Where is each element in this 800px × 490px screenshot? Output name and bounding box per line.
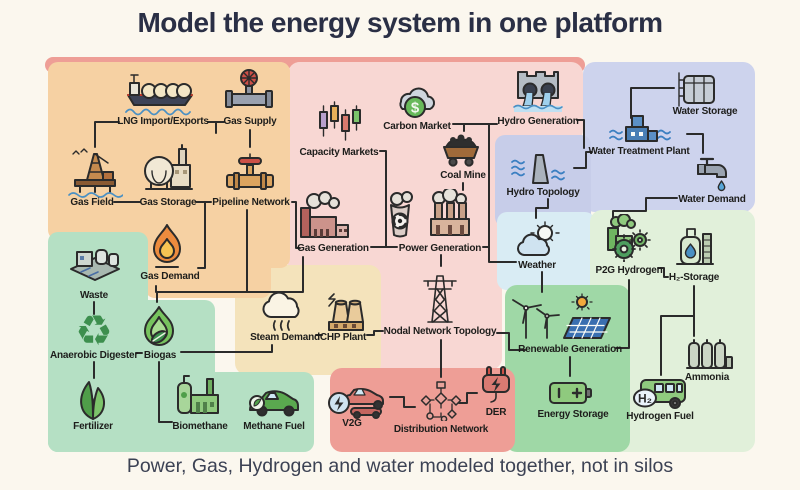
hydro-topology-icon bbox=[510, 151, 572, 192]
steam-demand-icon bbox=[259, 291, 307, 337]
water-treatment-plant-label: Water Treatment Plant bbox=[588, 146, 690, 157]
power-generation-icon bbox=[383, 187, 473, 246]
wire-biogas-biomethane bbox=[158, 361, 173, 423]
chp-plant-label: CHP Plant bbox=[319, 332, 367, 343]
anaerobic-digester-icon: ♻ bbox=[72, 306, 116, 357]
distribution-network-icon bbox=[417, 379, 465, 426]
capacity-markets-icon bbox=[315, 100, 365, 147]
wire-waterstorage-wtp bbox=[630, 87, 675, 119]
gas-storage-label: Gas Storage bbox=[139, 197, 197, 208]
energy-storage-label: Energy Storage bbox=[537, 409, 609, 420]
pipeline-network-icon bbox=[223, 148, 277, 201]
svg-text:H₂: H₂ bbox=[638, 392, 652, 406]
gas-generation-icon bbox=[293, 191, 355, 246]
fertilizer-icon bbox=[71, 377, 115, 426]
h2-storage-icon bbox=[672, 224, 716, 277]
biogas-label: Biogas bbox=[143, 350, 177, 361]
h2-storage-label: H₂-Storage bbox=[668, 272, 720, 283]
wire-distribution-der bbox=[458, 392, 478, 404]
wire-p2g-renewable bbox=[615, 279, 630, 349]
gas-supply-icon bbox=[224, 68, 274, 119]
nodal-network-topology-icon bbox=[412, 268, 468, 331]
wire-v2g-distribution bbox=[389, 396, 416, 408]
ammonia-icon bbox=[685, 338, 733, 377]
renewable-generation-icon bbox=[504, 292, 612, 349]
der-label: DER bbox=[485, 407, 507, 418]
wire-lng-gas-field bbox=[94, 121, 120, 148]
water-demand-icon bbox=[690, 151, 734, 198]
renewable-generation-label: Renewable Generation bbox=[518, 344, 622, 355]
wire-junction-gas-demand bbox=[197, 201, 206, 269]
carbon-market-label: Carbon Market bbox=[383, 121, 451, 132]
wire-hydrotopology-weather bbox=[535, 198, 549, 219]
hydrogen-fuel-label: Hydrogen Fuel bbox=[626, 411, 694, 422]
hydro-generation-label: Hydro Generation bbox=[497, 116, 579, 127]
gas-demand-icon bbox=[147, 221, 187, 276]
waste-icon bbox=[67, 239, 123, 290]
carbon-market-icon: $ bbox=[391, 81, 439, 126]
energy-storage-icon bbox=[547, 378, 593, 413]
wire-hydrotopology-wtp bbox=[573, 151, 593, 169]
wire-pipeline-biogas bbox=[156, 209, 248, 303]
weather-label: Weather bbox=[518, 260, 556, 271]
gas-storage-icon bbox=[142, 143, 194, 203]
nodal-network-topology-label: Nodal Network Topology bbox=[383, 326, 497, 337]
weather-icon bbox=[514, 220, 562, 265]
p2g-hydrogen-label: P2G Hydrogen bbox=[595, 265, 663, 276]
wire-nnt-renewable bbox=[496, 332, 526, 351]
ammonia-label: Ammonia bbox=[684, 372, 730, 383]
wire-hydro-weather-line bbox=[488, 123, 517, 263]
water-storage-label: Water Storage bbox=[672, 106, 738, 117]
biomethane-icon bbox=[174, 371, 226, 424]
lng-icon bbox=[122, 66, 198, 123]
pipeline-network-label: Pipeline Network bbox=[212, 197, 290, 208]
page-title: Model the energy system in one platform bbox=[137, 7, 663, 38]
wire-hydrogen-hydrotopology bbox=[576, 119, 585, 149]
wire-p2g-h2storage bbox=[657, 267, 669, 278]
der-icon bbox=[479, 365, 513, 410]
methane-fuel-icon bbox=[246, 382, 302, 423]
gas-field-label: Gas Field bbox=[70, 197, 114, 208]
gas-generation-label: Gas Generation bbox=[297, 243, 369, 254]
wire-h2storage-hydrogenfuel bbox=[660, 315, 695, 376]
power-generation-label: Power Generation bbox=[398, 243, 482, 254]
wire-pipeline-gas-generation bbox=[291, 201, 301, 249]
wire-biogas-steamdemand bbox=[180, 344, 273, 353]
hydro-topology-label: Hydro Topology bbox=[506, 187, 580, 198]
coal-mine-icon bbox=[438, 127, 484, 172]
steam-demand-label: Steam Demand bbox=[250, 332, 320, 343]
wire-junction-chp-col bbox=[246, 256, 304, 293]
hydrogen-fuel-icon: H₂ bbox=[632, 377, 688, 416]
wire-capacity-junction bbox=[379, 150, 387, 248]
v2g-icon bbox=[327, 377, 389, 424]
page-subtitle: Power, Gas, Hydrogen and water modeled t… bbox=[126, 455, 674, 477]
anaerobic-digester-label: Anaerobic Digester bbox=[49, 350, 139, 361]
wire-chp-nnt bbox=[366, 330, 384, 336]
p2g-hydrogen-icon bbox=[602, 213, 654, 267]
wire-waterdemand-p2g bbox=[612, 197, 678, 218]
coal-mine-label: Coal Mine bbox=[440, 170, 486, 181]
svg-text:♻: ♻ bbox=[75, 308, 113, 352]
wire-wtp-waterdemand bbox=[686, 133, 704, 154]
waste-label: Waste bbox=[79, 290, 109, 301]
hydro-generation-icon bbox=[510, 66, 566, 119]
gas-demand-label: Gas Demand bbox=[140, 271, 200, 282]
distribution-network-label: Distribution Network bbox=[393, 424, 489, 435]
biomethane-label: Biomethane bbox=[172, 421, 228, 432]
v2g-label: V2G bbox=[342, 418, 362, 429]
lng-label: LNG Import/Exports bbox=[117, 116, 209, 127]
capacity-markets-label: Capacity Markets bbox=[299, 147, 379, 158]
svg-text:$: $ bbox=[411, 100, 420, 117]
gas-field-icon bbox=[67, 146, 124, 203]
fertilizer-label: Fertilizer bbox=[73, 421, 113, 432]
methane-fuel-label: Methane Fuel bbox=[243, 421, 305, 432]
water-demand-label: Water Demand bbox=[678, 194, 746, 205]
water-treatment-plant-icon bbox=[608, 111, 672, 154]
chp-plant-icon bbox=[319, 288, 371, 337]
gas-supply-label: Gas Supply bbox=[223, 116, 277, 127]
water-storage-icon bbox=[675, 69, 719, 114]
biogas-icon bbox=[138, 304, 180, 357]
